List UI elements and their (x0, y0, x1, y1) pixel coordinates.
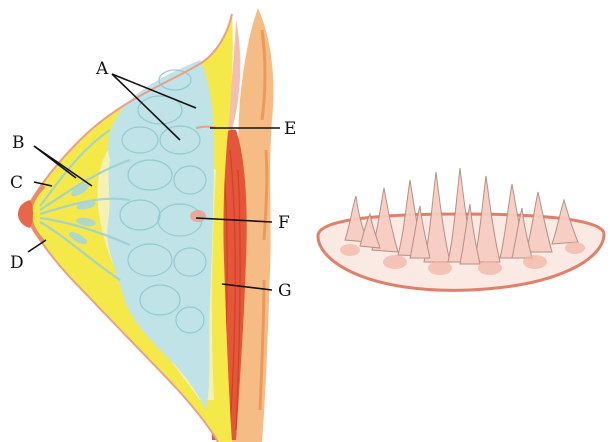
label-g: G (278, 281, 292, 301)
section-papillae (345, 168, 578, 264)
label-b: B (12, 133, 25, 153)
label-d: D (10, 253, 24, 273)
label-c: C (10, 173, 23, 193)
label-a: A (95, 59, 109, 79)
retromammary-node (190, 210, 206, 222)
breast-sagittal-section (18, 8, 273, 442)
nipple (18, 200, 33, 228)
areola-cross-section (318, 168, 604, 290)
label-e: E (284, 119, 296, 139)
label-f: F (278, 213, 290, 233)
